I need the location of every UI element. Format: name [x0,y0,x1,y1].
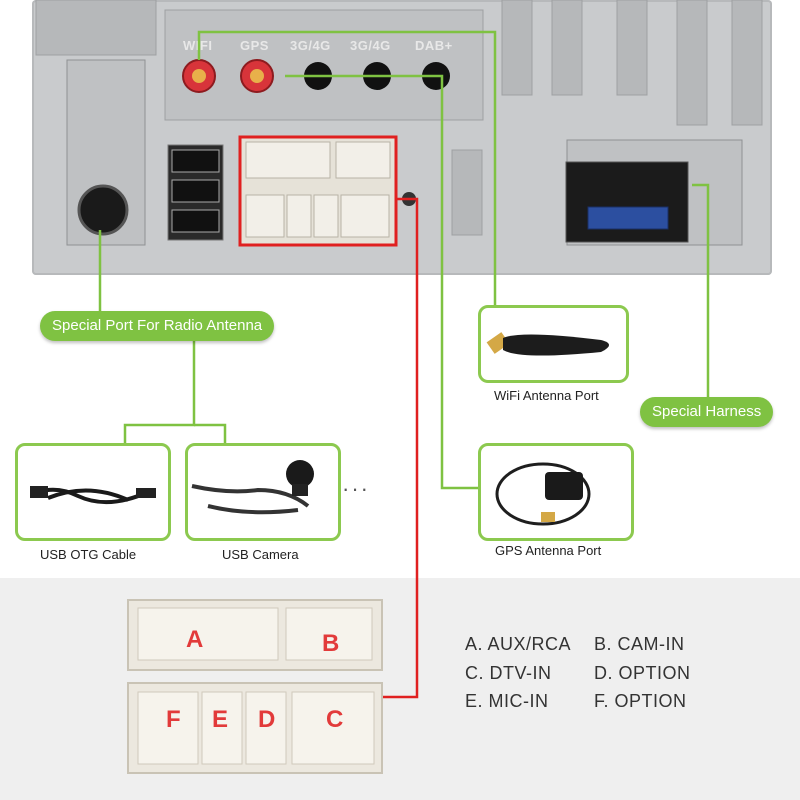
large-connector-top-icon [127,599,383,671]
legend-e: E. MIC-IN [465,691,549,711]
usb-otg-cable-icon [30,486,156,505]
connector-letter-e: E [212,706,229,733]
port-label-3g4g-2: 3G/4G [350,38,391,53]
large-connector-bottom-icon [127,682,383,774]
gps-antenna-icon [495,462,591,526]
gps-antenna-card [478,443,634,541]
legend-a: A. AUX/RCA [465,634,572,654]
legend-b: B. CAM-IN [594,634,685,654]
connector-letter-f: F [166,706,181,733]
usb-otg-card [15,443,171,541]
usb-otg-caption: USB OTG Cable [40,547,137,562]
gps-antenna-caption: GPS Antenna Port [495,543,602,558]
legend-c: C. DTV-IN [465,663,552,683]
wifi-antenna-icon [486,332,609,356]
legend-f: F. OPTION [594,691,687,711]
wifi-connector-icon [182,59,216,93]
radio-antenna-label: Special Port For Radio Antenna [40,311,275,341]
wifi-antenna-card [478,305,629,383]
harness-connector-icon [565,161,689,243]
port-label-gps: GPS [240,38,269,53]
connector-letter-a: A [186,626,204,653]
usb-camera-icon [191,460,314,515]
radio-antenna-port-icon [77,184,129,236]
usb-camera-caption: USB Camera [222,547,299,562]
more-ellipsis: ··· [342,476,370,501]
port-label-3g4g-1: 3G/4G [290,38,331,53]
connector-letter-d: D [258,706,276,733]
legend-d: D. OPTION [594,663,691,683]
wifi-antenna-caption: WiFi Antenna Port [494,388,599,403]
special-harness-label: Special Harness [640,397,774,427]
bottom-background [0,578,800,800]
port-label-dab: DAB+ [415,38,453,53]
gps-connector-icon [240,59,274,93]
connector-letter-b: B [322,630,340,657]
usb-ports-icon [167,144,224,241]
connector-letter-c: C [326,706,344,733]
usb-camera-card [185,443,341,541]
port-label-wifi: WIFI [183,38,213,53]
